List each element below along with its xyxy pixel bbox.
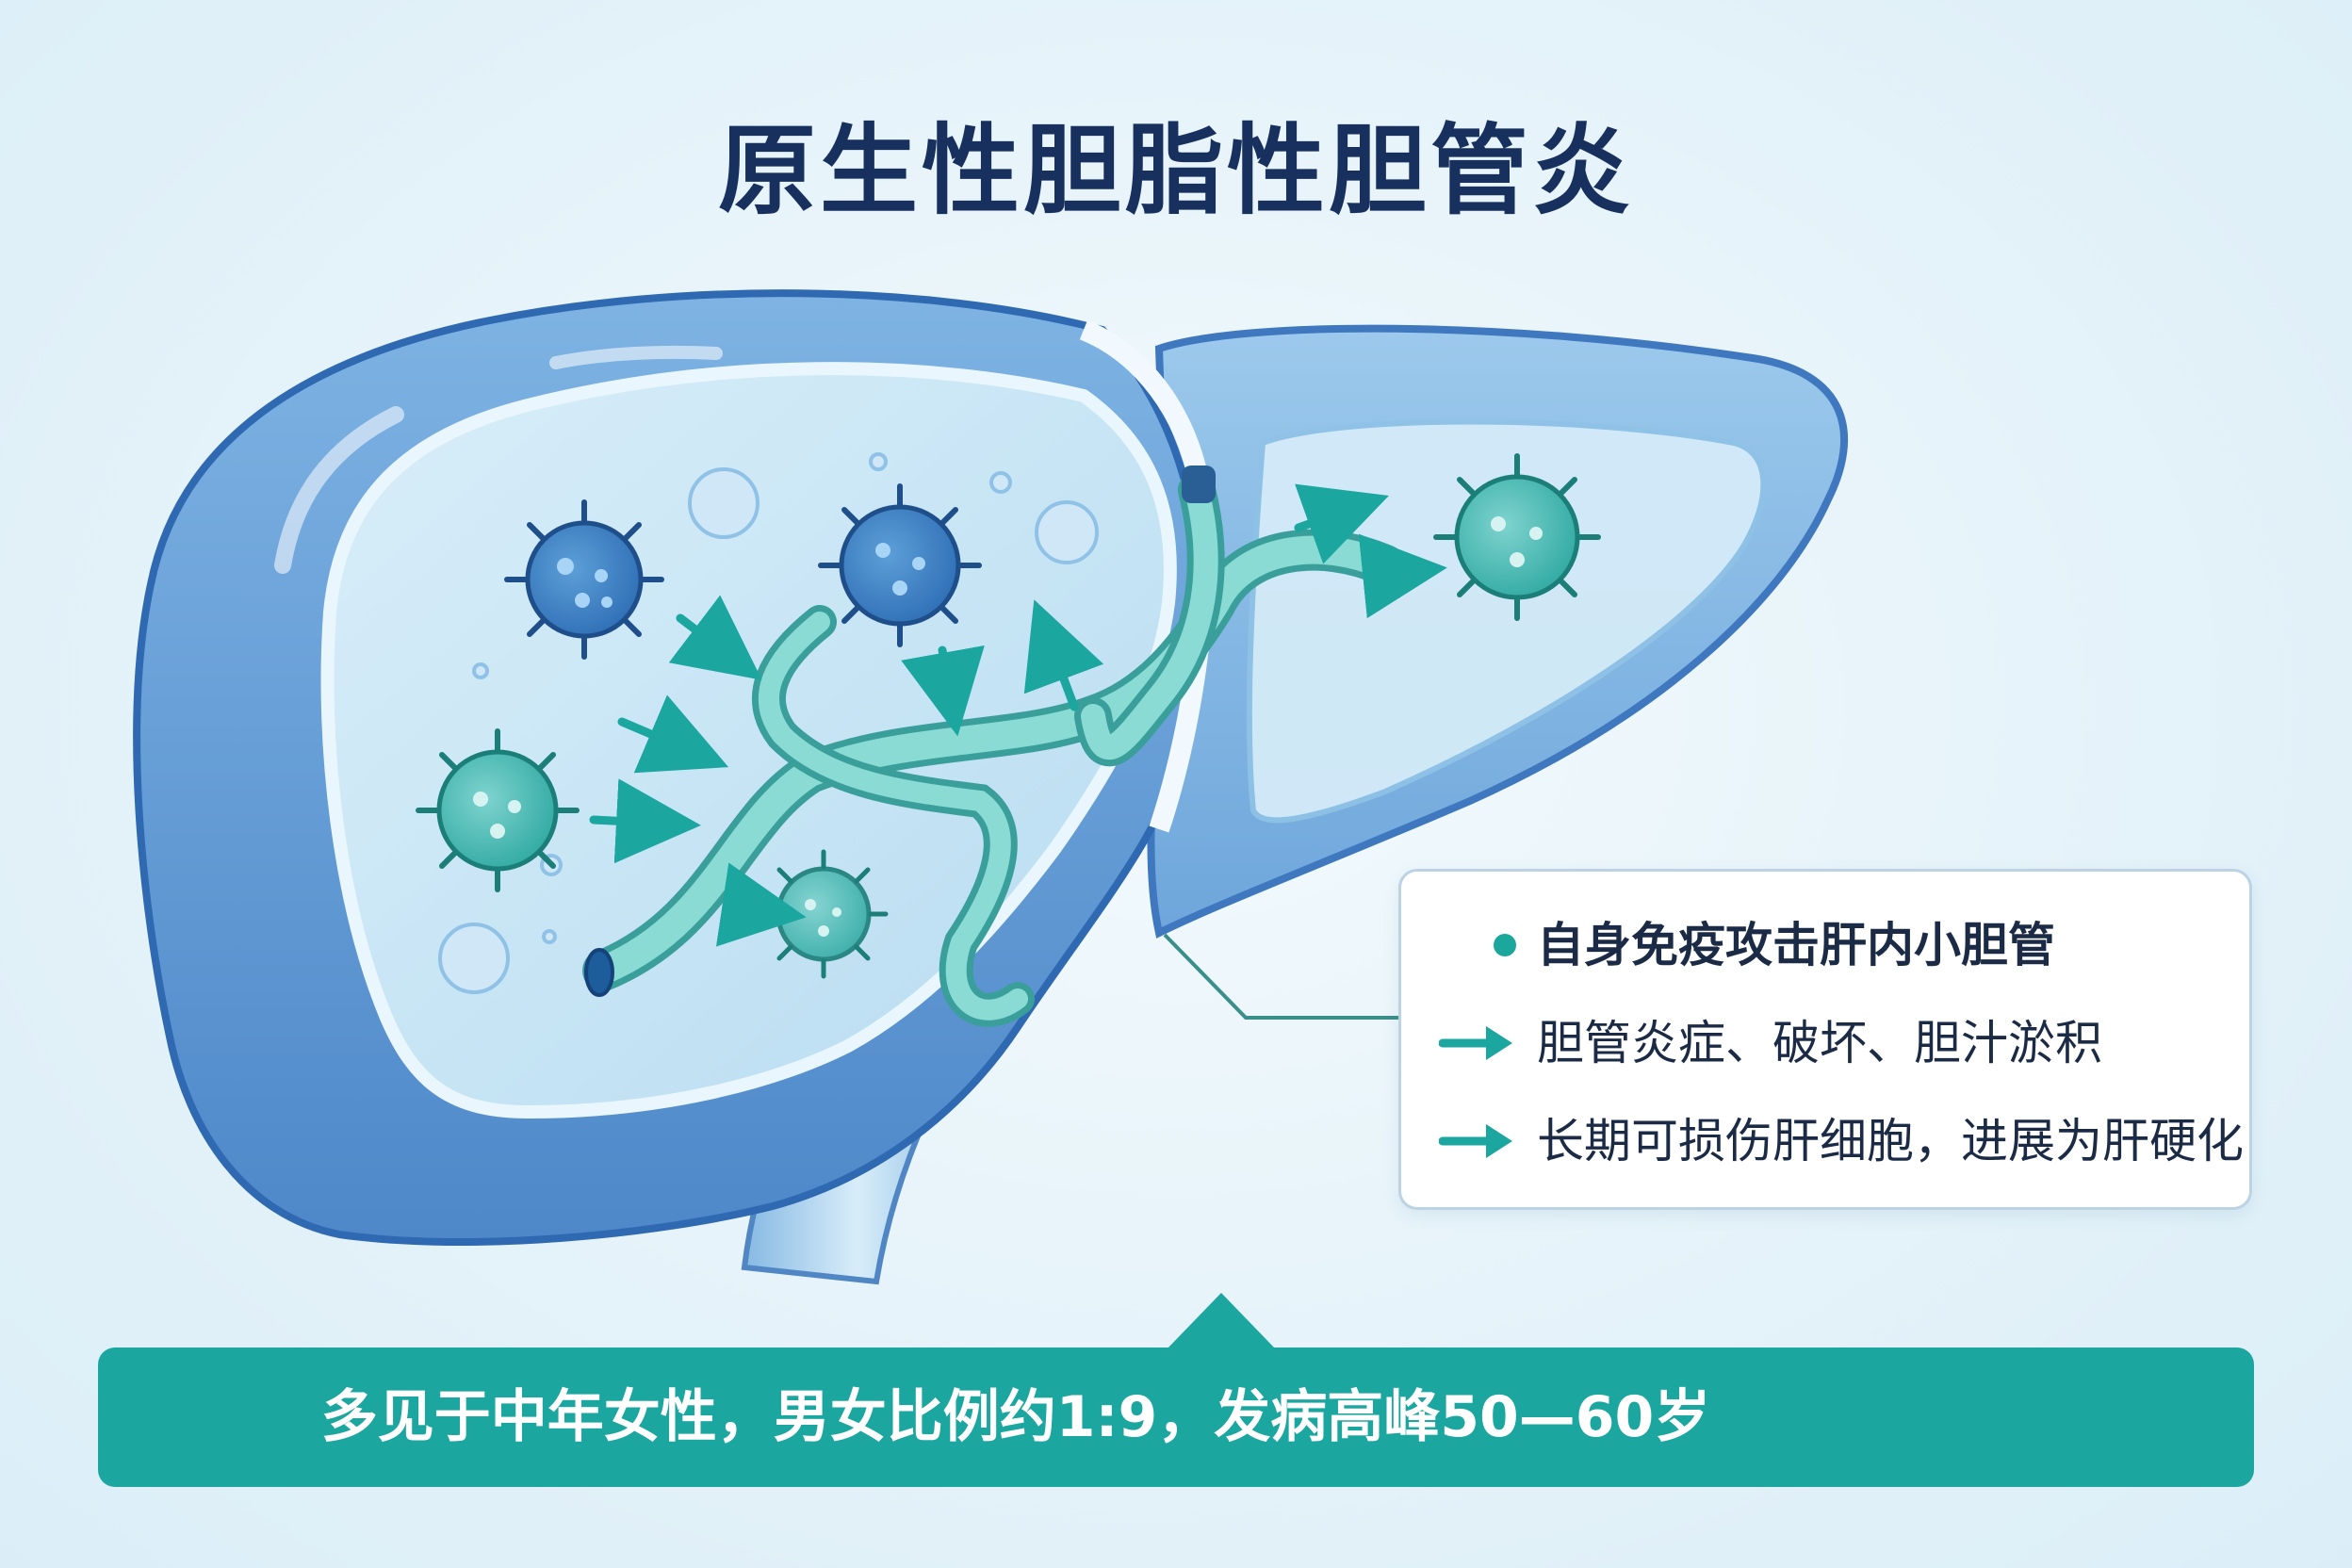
callout-item: 胆管炎症、破坏、胆汁淤积 <box>1401 1005 2249 1081</box>
callout-item-text: 自身免疫攻击肝内小胆管 <box>1537 918 2055 972</box>
bile-ducts <box>582 466 1406 1027</box>
callout-item: 长期可损伤肝细胞，进展为肝硬化 <box>1401 1103 2249 1179</box>
callout-item: 自身免疫攻击肝内小胆管 <box>1401 907 2249 983</box>
bubbles <box>438 452 1099 994</box>
callout-item-text: 长期可损伤肝细胞，进展为肝硬化 <box>1537 1114 2244 1168</box>
callout-box: 自身免疫攻击肝内小胆管 胆管炎症、破坏、胆汁淤积 长期可损伤肝细胞，进展为肝硬化 <box>1398 869 2252 1210</box>
liver-right-lobe <box>1147 324 1849 939</box>
banner-text: 多见于中年女性，男女比例约1:9，发病高峰50—60岁 <box>320 1384 1711 1450</box>
callout-leader <box>1163 933 1398 1020</box>
bullet-dot-icon <box>1439 907 1518 983</box>
callout-item-text: 胆管炎症、破坏、胆汁淤积 <box>1537 1016 2102 1070</box>
immune-cell-icon <box>416 453 1601 979</box>
liver-left-lobe <box>133 289 1205 1247</box>
arrow-right-icon <box>1439 1026 1512 1060</box>
attack-arrows <box>589 483 1447 947</box>
footer-banner: 多见于中年女性，男女比例约1:9，发病高峰50—60岁 <box>98 1348 2254 1487</box>
page-title: 原生性胆脂性胆管炎 <box>717 113 1634 228</box>
arrow-right-icon <box>1439 1124 1512 1158</box>
banner-notch <box>1167 1293 1276 1349</box>
